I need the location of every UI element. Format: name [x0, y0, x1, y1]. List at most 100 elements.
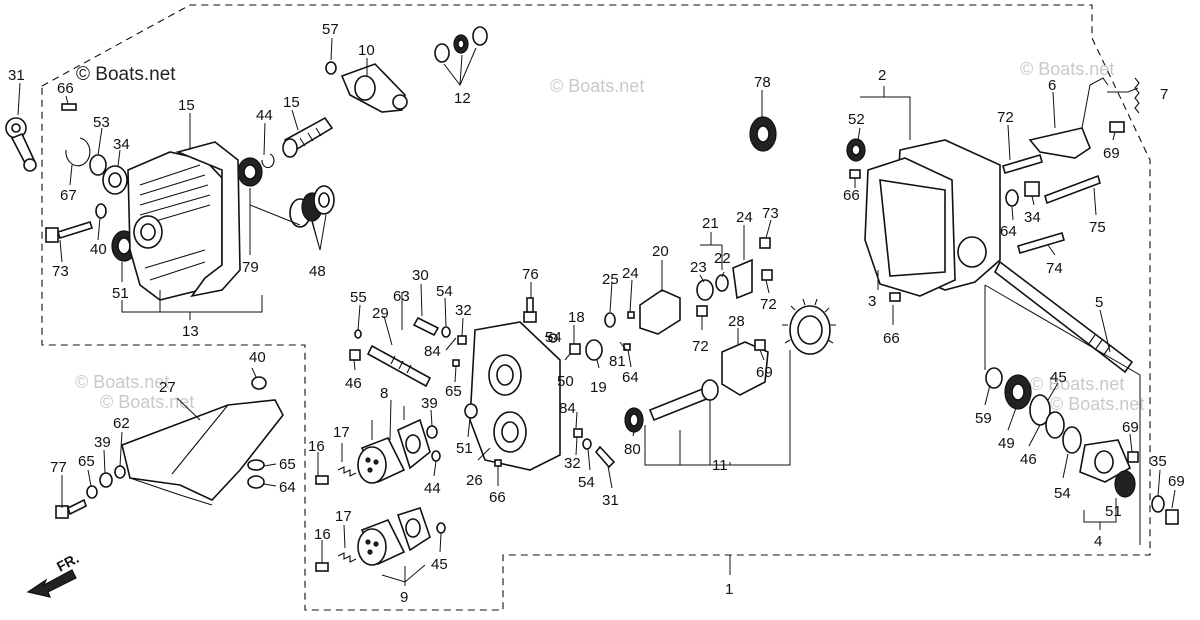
part-23-bearing — [696, 279, 714, 301]
front-marker-label: FR. — [54, 550, 81, 575]
part-number-label: 84 — [424, 343, 441, 360]
part-number-label: 72 — [760, 296, 777, 313]
part-number-label: 64 — [622, 369, 639, 386]
part-36-washer — [1151, 495, 1165, 513]
part-number-label: 9 — [400, 589, 408, 606]
part-13-gear-case — [127, 151, 223, 301]
part-number-label: 5 — [1095, 294, 1103, 311]
part-number-label: 45 — [431, 556, 448, 573]
part-80-bearing — [624, 407, 644, 433]
part-18-block — [569, 343, 581, 355]
watermark: © Boats.net — [1050, 394, 1144, 414]
part-number-label: 16 — [308, 438, 325, 455]
part-number-label: 65 — [78, 453, 95, 470]
watermark: © Boats.net — [75, 372, 169, 392]
part-number-label: 49 — [998, 435, 1015, 452]
part-number-label: 31 — [602, 492, 619, 509]
part-number-label: 55 — [350, 289, 367, 306]
part-number-label: 17 — [333, 424, 350, 441]
part-65-pin — [889, 292, 901, 302]
part-number-label: 53 — [93, 114, 110, 131]
part-12-washers — [434, 26, 488, 63]
part-number-label: 76 — [522, 266, 539, 283]
part-50-seal — [464, 403, 478, 419]
part-4-housing — [1079, 439, 1136, 498]
part-number-label: 48 — [309, 263, 326, 280]
part-51-seal — [846, 138, 866, 162]
part-16-pin — [315, 562, 329, 572]
part-number-label: 64 — [279, 479, 296, 496]
part-33-bearing — [102, 165, 128, 195]
part-57-washer — [114, 465, 126, 479]
part-70-bolt — [1165, 509, 1179, 525]
part-17-spring — [337, 552, 357, 563]
part-number-label: 7 — [1160, 86, 1168, 103]
part-number-label: 39 — [94, 434, 111, 451]
part-number-label: 75 — [1089, 219, 1106, 236]
part-number-label: 4 — [1094, 533, 1102, 550]
part-number-label: 66 — [843, 187, 860, 204]
part-52-washer — [89, 154, 107, 176]
part-number-label: 34 — [1024, 209, 1041, 226]
part-number-label: 54 — [578, 474, 595, 491]
part-24-plate — [732, 258, 753, 300]
part-8-pump — [357, 418, 431, 484]
part-7-spring — [1134, 77, 1140, 114]
part-number-label: 12 — [454, 90, 471, 107]
leader-lines — [17, 37, 1176, 586]
part-number-label: 46 — [1020, 451, 1037, 468]
part-3-gasket — [864, 157, 956, 297]
part-26-oring — [604, 312, 616, 328]
part-number-label: 15 — [283, 94, 300, 111]
part-number-label: 51 — [456, 440, 473, 457]
watermark: © Boats.net — [1020, 59, 1114, 79]
part-number-label: 13 — [182, 323, 199, 340]
part-27-bracket — [121, 399, 284, 506]
part-42-ring — [1045, 411, 1065, 439]
part-60-washer — [86, 485, 98, 499]
part-54-washer — [582, 438, 592, 450]
part-number-label: 34 — [113, 136, 130, 153]
part-number-label: 62 — [113, 415, 130, 432]
part-76-bolt — [45, 221, 94, 243]
part-number-label: 50 — [557, 373, 574, 390]
part-16-pin — [315, 475, 329, 485]
part-number-label: 19 — [590, 379, 607, 396]
part-5-shaft — [993, 260, 1134, 374]
part-number-label: 22 — [714, 250, 731, 267]
part-number-label: 30 — [412, 267, 429, 284]
part-22-washer — [715, 274, 729, 292]
part-11-gear — [782, 298, 836, 355]
part-number-label: 20 — [652, 243, 669, 260]
part-number-label: 52 — [848, 111, 865, 128]
part-79-bolt — [523, 297, 537, 323]
part-43-clip — [261, 153, 275, 169]
part-number-label: 35 — [1150, 453, 1167, 470]
part-number-label: 18 — [568, 309, 585, 326]
part-number-label: 72 — [997, 109, 1014, 126]
part-number-label: 1 — [725, 581, 733, 598]
part-number-label: 25 — [602, 271, 619, 288]
part-number-label: 72 — [692, 338, 709, 355]
part-69-bolt — [1109, 121, 1125, 133]
part-number-label: 78 — [754, 74, 771, 91]
part-number-label: 23 — [690, 259, 707, 276]
part-number-label: 10 — [358, 42, 375, 59]
part-number-label: 66 — [489, 489, 506, 506]
part-78-bolt — [1044, 174, 1101, 205]
part-number-label: 54 — [436, 283, 453, 300]
part-29-cover — [721, 341, 769, 396]
part-54-washer — [441, 326, 451, 338]
part-number-labels: 31 66 15 53 34 67 40 73 51 13 57 10 12 4… — [8, 21, 1185, 606]
part-35-bolt — [1024, 181, 1040, 197]
part-number-label: 44 — [424, 480, 441, 497]
part-61-grommet — [247, 459, 265, 471]
part-number-label: 15 — [178, 97, 195, 114]
part-32-bolt — [573, 428, 583, 438]
part-25-pin — [627, 311, 635, 319]
part-number-label: 8 — [380, 385, 388, 402]
part-number-label: 26 — [466, 472, 483, 489]
part-20-plate — [639, 289, 681, 335]
part-number-label: 64 — [1000, 223, 1017, 240]
